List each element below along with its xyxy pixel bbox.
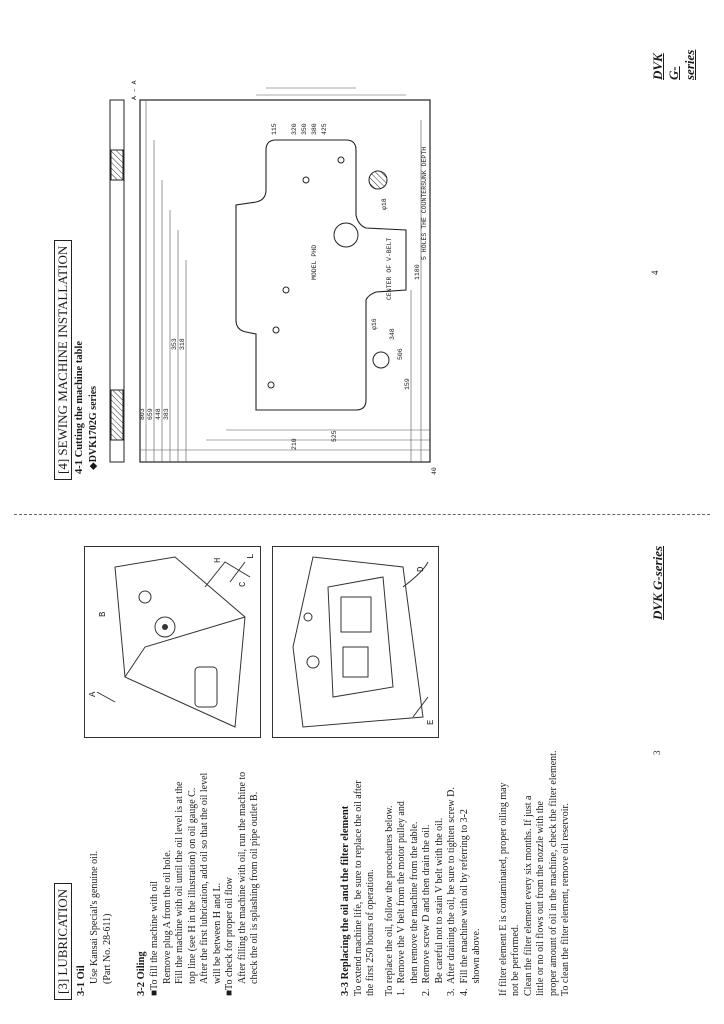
page-number-4: 4 [650,270,660,276]
footer-series-top: DVK G-series [650,49,697,80]
fill-line-2: Fill the machine with oil until the oil … [174,781,185,984]
dim-353: 353 [171,338,178,350]
dim-phi16: φ16 [371,318,378,330]
filter-line-5: proper amount of oil in the machine, che… [547,750,559,996]
dim-210: 210 [291,438,298,450]
label-e: E [426,720,436,725]
label-b: B [98,611,108,617]
dim-318: 318 [179,338,186,350]
table-outline [139,99,431,463]
page-3-lubrication: [3] LUBRICATION 3-1 Oil Use Kansai Speci… [54,510,674,1000]
fill-line-4: After the first lubrication, add oil so … [199,772,210,984]
dim-348: 348 [389,328,396,340]
dim-40: 40 [431,467,436,475]
oiling-drawing: A B C H L [88,554,256,728]
dim-425: 425 [321,123,328,135]
vbelt-note: CENTER OF V-BELT [386,237,393,300]
fill-line-5: will be between H and L. [211,882,223,984]
dim-506: 506 [397,348,404,360]
belt-hole-right [368,170,388,190]
model-note: MODEL PHD [311,245,318,280]
step-line-7: shown above. [471,928,482,996]
oiling-illustration: A B C H L [84,546,261,738]
filter-line-1: If filter element E is contaminated, pro… [497,782,509,996]
oil-replacement-drawing: D E [292,556,436,728]
dim-350: 350 [301,123,308,135]
bullet-fill-oil: ■To fill the machine with oil [149,880,160,996]
dim-803: 803 [139,408,146,420]
procedure-intro: To replace the oil, follow the procedure… [383,805,395,996]
step-line-1: 1. Remove the V belt from the motor pull… [396,801,407,996]
oil-text: Use Kansai Special's genuine oil. [89,850,100,984]
footer-series-bottom: DVK G-series [650,545,665,620]
check-line-1: After filling the machine with oil, run … [236,771,248,984]
section-strip [109,99,125,463]
dim-115: 115 [271,123,278,135]
heading-3-3-replacing: 3-3 Replacing the oil and the filter ele… [339,805,351,996]
bullet-check-flow: ■To check for proper oil flow [224,877,235,996]
label-c: C [238,581,248,587]
check-line-2: check the oil is splashing from oil pipe… [249,791,260,984]
step-line-5: 3. After draining the oil, be sure to ti… [446,787,457,996]
filter-line-3: Clean the filter element every six month… [522,795,534,997]
intro-line-2: the first 250 hours of operation. [365,869,376,996]
model-label: ◆DVK1702G series [88,385,99,470]
dim-525: 525 [331,430,338,442]
oil-replacement-illustration: D E [272,546,439,738]
dim-448: 448 [155,408,162,420]
intro-line-1: To extend machine life, be sure to repla… [352,780,364,996]
page-4-installation: [4] SEWING MACHINE INSTALLATION 4-1 Cutt… [54,50,697,480]
section-title-lubrication: [3] LUBRICATION [54,882,72,1000]
step-line-6: 4. Fill the machine with oil by referrin… [458,809,470,996]
step-line-2: then remove the machine from the table. [408,821,420,996]
machine-cutout [235,139,407,411]
label-a: A [88,691,98,697]
step-line-3: 2. Remove screw D and then drain the oil… [421,824,432,996]
dim-phi18: φ18 [381,198,388,210]
dim-659: 659 [147,408,154,420]
text-column: 3-1 Oil Use Kansai Special's genuine oil… [76,746,573,996]
filter-line-6: To clean the filter element, remove oil … [560,803,571,996]
section-title-installation: [4] SEWING MACHINE INSTALLATION [54,239,72,480]
dim-320: 320 [291,123,298,135]
oil-part-number: (Part No. 28-611) [101,913,113,984]
page-divider [14,514,710,515]
step-line-4: Be careful not to stain V belt with the … [433,817,445,996]
filter-line-2: not be performed. [510,924,521,996]
dim-159: 159 [404,378,411,390]
fill-line-3: top line (see H in the illustration) on … [186,787,198,984]
label-h: H [213,558,223,563]
table-cutting-drawing: 803 659 448 383 353 318 1180 159 506 348… [109,80,436,475]
section-aa-label: A – A [131,80,138,100]
page-number-3: 3 [652,750,662,756]
dim-380: 380 [311,123,318,135]
label-d: D [416,567,426,572]
fill-line-1: Remove plug A from the oil hole. [161,849,173,984]
dim-383: 383 [163,408,170,420]
belt-hole-left [372,351,390,369]
dim-1180: 1180 [414,264,421,280]
heading-3-1-oil: 3-1 Oil [76,965,87,996]
label-l: L [246,554,256,559]
subsection-cutting-table: 4-1 Cutting the machine table [74,341,85,474]
heading-3-2-oiling: 3-2 Oiling [136,951,147,996]
hole-note: 5 HOLES THE COUNTERSUNK DEPTH [421,147,428,260]
filter-line-4: little or no oil flows out from the nozz… [535,801,546,996]
